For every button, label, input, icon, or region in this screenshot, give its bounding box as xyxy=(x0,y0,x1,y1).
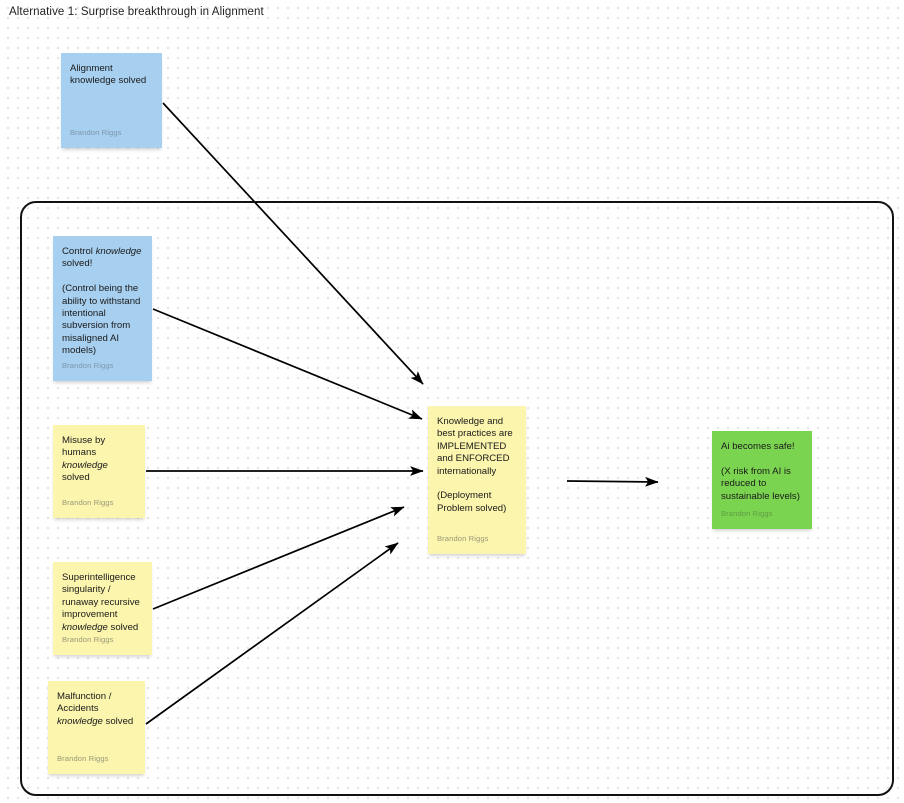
sticky-note-author: Brandon Riggs xyxy=(62,635,114,645)
sticky-note-author: Brandon Riggs xyxy=(57,753,109,763)
board-title: Alternative 1: Surprise breakthrough in … xyxy=(9,6,264,18)
sticky-note-knowledge-implemented-enforced[interactable]: Knowledge and best practices are IMPLEME… xyxy=(428,406,526,554)
sticky-note-author: Brandon Riggs xyxy=(437,533,489,543)
sticky-note-text: Knowledge and best practices are IMPLEME… xyxy=(437,416,513,514)
sticky-note-superintelligence-singularity-knowledge-solved[interactable]: Superintelligence singularity / runaway … xyxy=(53,562,152,655)
sticky-note-text: Superintelligence singularity / runaway … xyxy=(62,572,140,633)
sticky-note-text: Misuse by humans knowledge solved xyxy=(62,435,108,484)
sticky-note-text: Control knowledge solved! (Control being… xyxy=(62,246,142,357)
sticky-note-ai-becomes-safe[interactable]: Ai becomes safe! (X risk from AI is redu… xyxy=(712,431,812,529)
sticky-note-text: Malfunction / Accidents knowledge solved xyxy=(57,691,134,727)
sticky-note-text: Alignment knowledge solved xyxy=(70,63,147,87)
sticky-note-malfunction-accidents-knowledge-solved[interactable]: Malfunction / Accidents knowledge solved… xyxy=(48,681,145,774)
sticky-note-author: Brandon Riggs xyxy=(70,127,122,137)
sticky-note-author: Brandon Riggs xyxy=(721,508,773,518)
sticky-note-author: Brandon Riggs xyxy=(62,360,114,370)
solution-group-frame[interactable] xyxy=(20,201,894,796)
sticky-note-text: Ai becomes safe! (X risk from AI is redu… xyxy=(721,441,800,502)
sticky-note-author: Brandon Riggs xyxy=(62,497,114,507)
sticky-note-control-knowledge-solved[interactable]: Control knowledge solved! (Control being… xyxy=(53,236,152,381)
